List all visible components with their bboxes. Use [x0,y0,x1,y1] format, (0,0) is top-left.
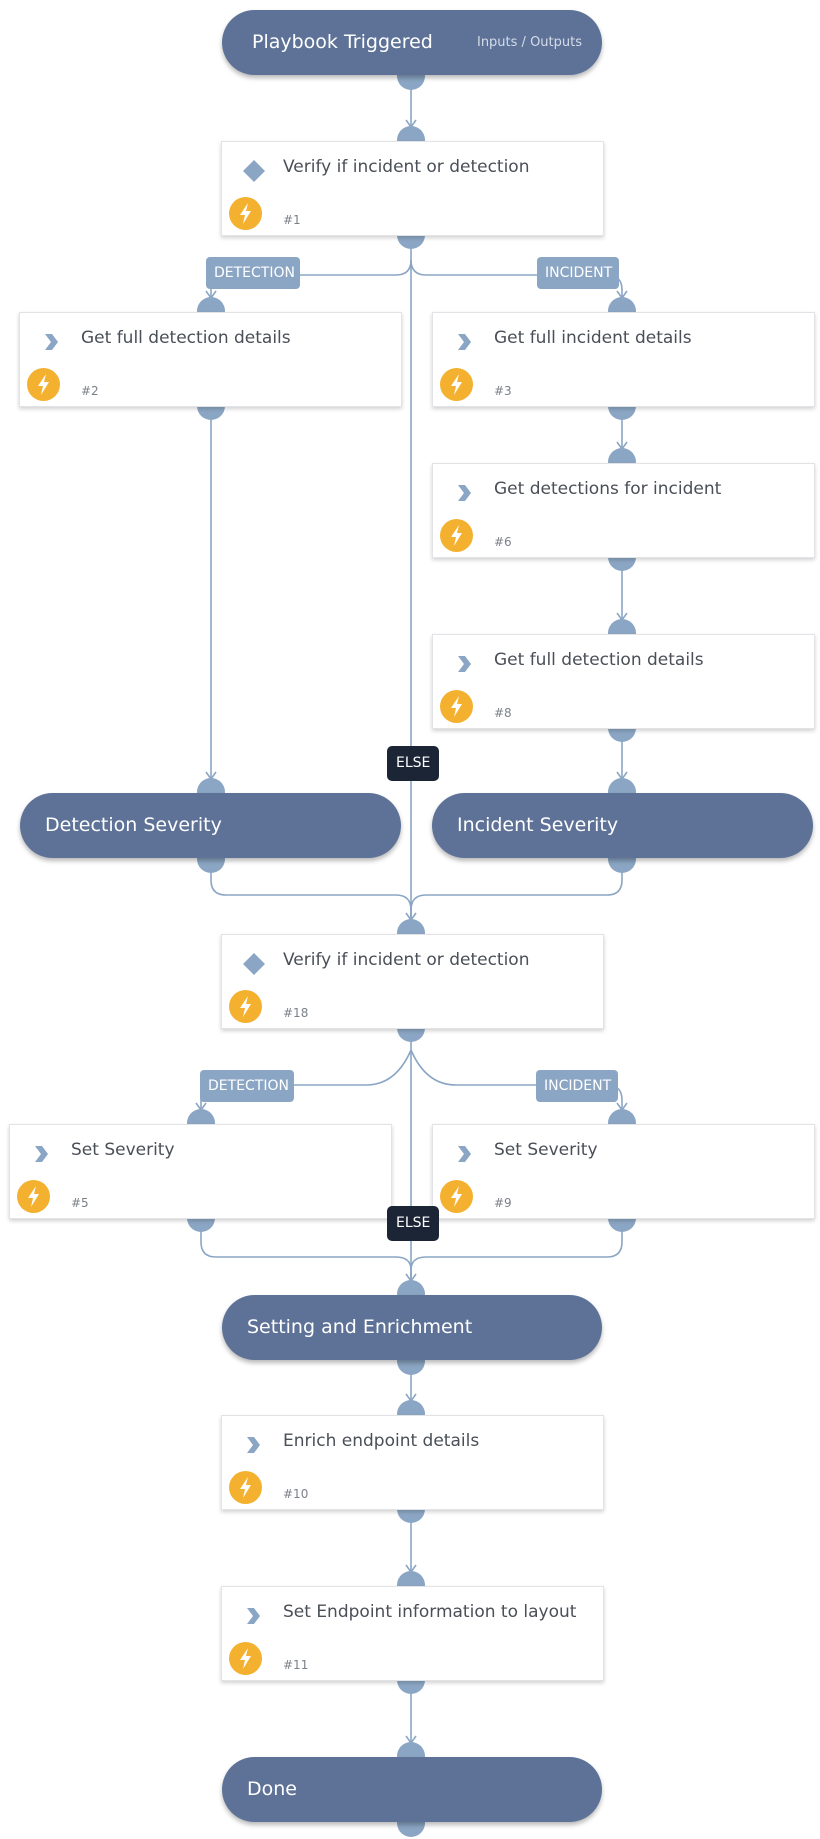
connector-line [200,1217,412,1281]
conditional-diamond-icon [243,160,265,182]
conditional-diamond-icon [243,953,265,975]
task-number: #3 [494,384,512,398]
lightning-icon [440,519,473,552]
connector-line [410,1217,623,1281]
task-get-full-detection-details-8[interactable]: Get full detection details #8 [432,634,815,729]
lightning-icon [440,368,473,401]
task-name: Get full detection details [81,328,291,348]
task-number: #11 [283,1658,309,1672]
task-name: Get full incident details [494,328,692,348]
task-name: Verify if incident or detection [283,950,530,970]
lightning-icon [440,1180,473,1213]
task-number: #6 [494,535,512,549]
incident-severity-section[interactable]: Incident Severity [432,793,813,858]
task-get-full-detection-details-2[interactable]: Get full detection details #2 [19,312,402,407]
task-number: #1 [283,213,301,227]
chevron-right-icon [247,1437,260,1453]
setting-and-enrichment-section[interactable]: Setting and Enrichment [222,1295,602,1360]
section-title: Detection Severity [45,814,222,836]
branch-label-detection[interactable]: DETECTION [200,1070,294,1102]
task-name: Get detections for incident [494,479,722,499]
inputs-outputs-link[interactable]: Inputs / Outputs [476,35,582,50]
section-title: Playbook Triggered [252,31,433,53]
lightning-icon [229,197,262,230]
branch-label-incident[interactable]: INCIDENT [536,1070,618,1102]
branch-label-detection[interactable]: DETECTION [206,257,300,289]
chevron-right-icon [35,1146,48,1162]
task-set-severity-5[interactable]: Set Severity #5 [9,1124,392,1219]
lightning-icon [27,368,60,401]
chevron-right-icon [458,334,471,350]
chevron-right-icon [458,1146,471,1162]
lightning-icon [17,1180,50,1213]
branch-label-else[interactable]: ELSE [387,1206,440,1241]
branch-label-incident[interactable]: INCIDENT [537,257,619,289]
chevron-right-icon [247,1608,260,1624]
task-number: #10 [283,1487,309,1501]
task-name: Verify if incident or detection [283,157,530,177]
task-get-detections-for-incident-6[interactable]: Get detections for incident #6 [432,463,815,558]
task-verify-incident-or-detection-18[interactable]: Verify if incident or detection #18 [221,934,604,1029]
task-name: Set Severity [494,1140,598,1160]
task-enrich-endpoint-details-10[interactable]: Enrich endpoint details #10 [221,1415,604,1510]
playbook-triggered-section[interactable]: Playbook Triggered Inputs / Outputs [222,10,602,75]
task-set-severity-9[interactable]: Set Severity #9 [432,1124,815,1219]
section-title: Setting and Enrichment [247,1316,473,1338]
task-number: #18 [283,1006,309,1020]
task-name: Get full detection details [494,650,704,670]
task-get-full-incident-details-3[interactable]: Get full incident details #3 [432,312,815,407]
task-number: #5 [71,1196,89,1210]
chevron-right-icon [458,656,471,672]
branch-label-else[interactable]: ELSE [387,746,440,781]
lightning-icon [229,1642,262,1675]
task-number: #2 [81,384,99,398]
done-section[interactable]: Done [222,1757,602,1822]
task-name: Enrich endpoint details [283,1431,480,1451]
task-set-endpoint-information-11[interactable]: Set Endpoint information to layout #11 [221,1586,604,1681]
lightning-icon [229,990,262,1023]
section-title: Done [247,1778,297,1800]
task-number: #9 [494,1196,512,1210]
task-verify-incident-or-detection-1[interactable]: Verify if incident or detection #1 [221,141,604,236]
task-name: Set Endpoint information to layout [283,1602,577,1622]
connector-line [210,858,412,920]
lightning-icon [440,690,473,723]
chevron-right-icon [458,485,471,501]
section-title: Incident Severity [457,814,619,836]
chevron-right-icon [45,334,58,350]
detection-severity-section[interactable]: Detection Severity [20,793,401,858]
lightning-icon [229,1471,262,1504]
task-name: Set Severity [71,1140,175,1160]
connector-line [410,1049,623,1110]
task-number: #8 [494,706,512,720]
connector-line [410,858,623,920]
